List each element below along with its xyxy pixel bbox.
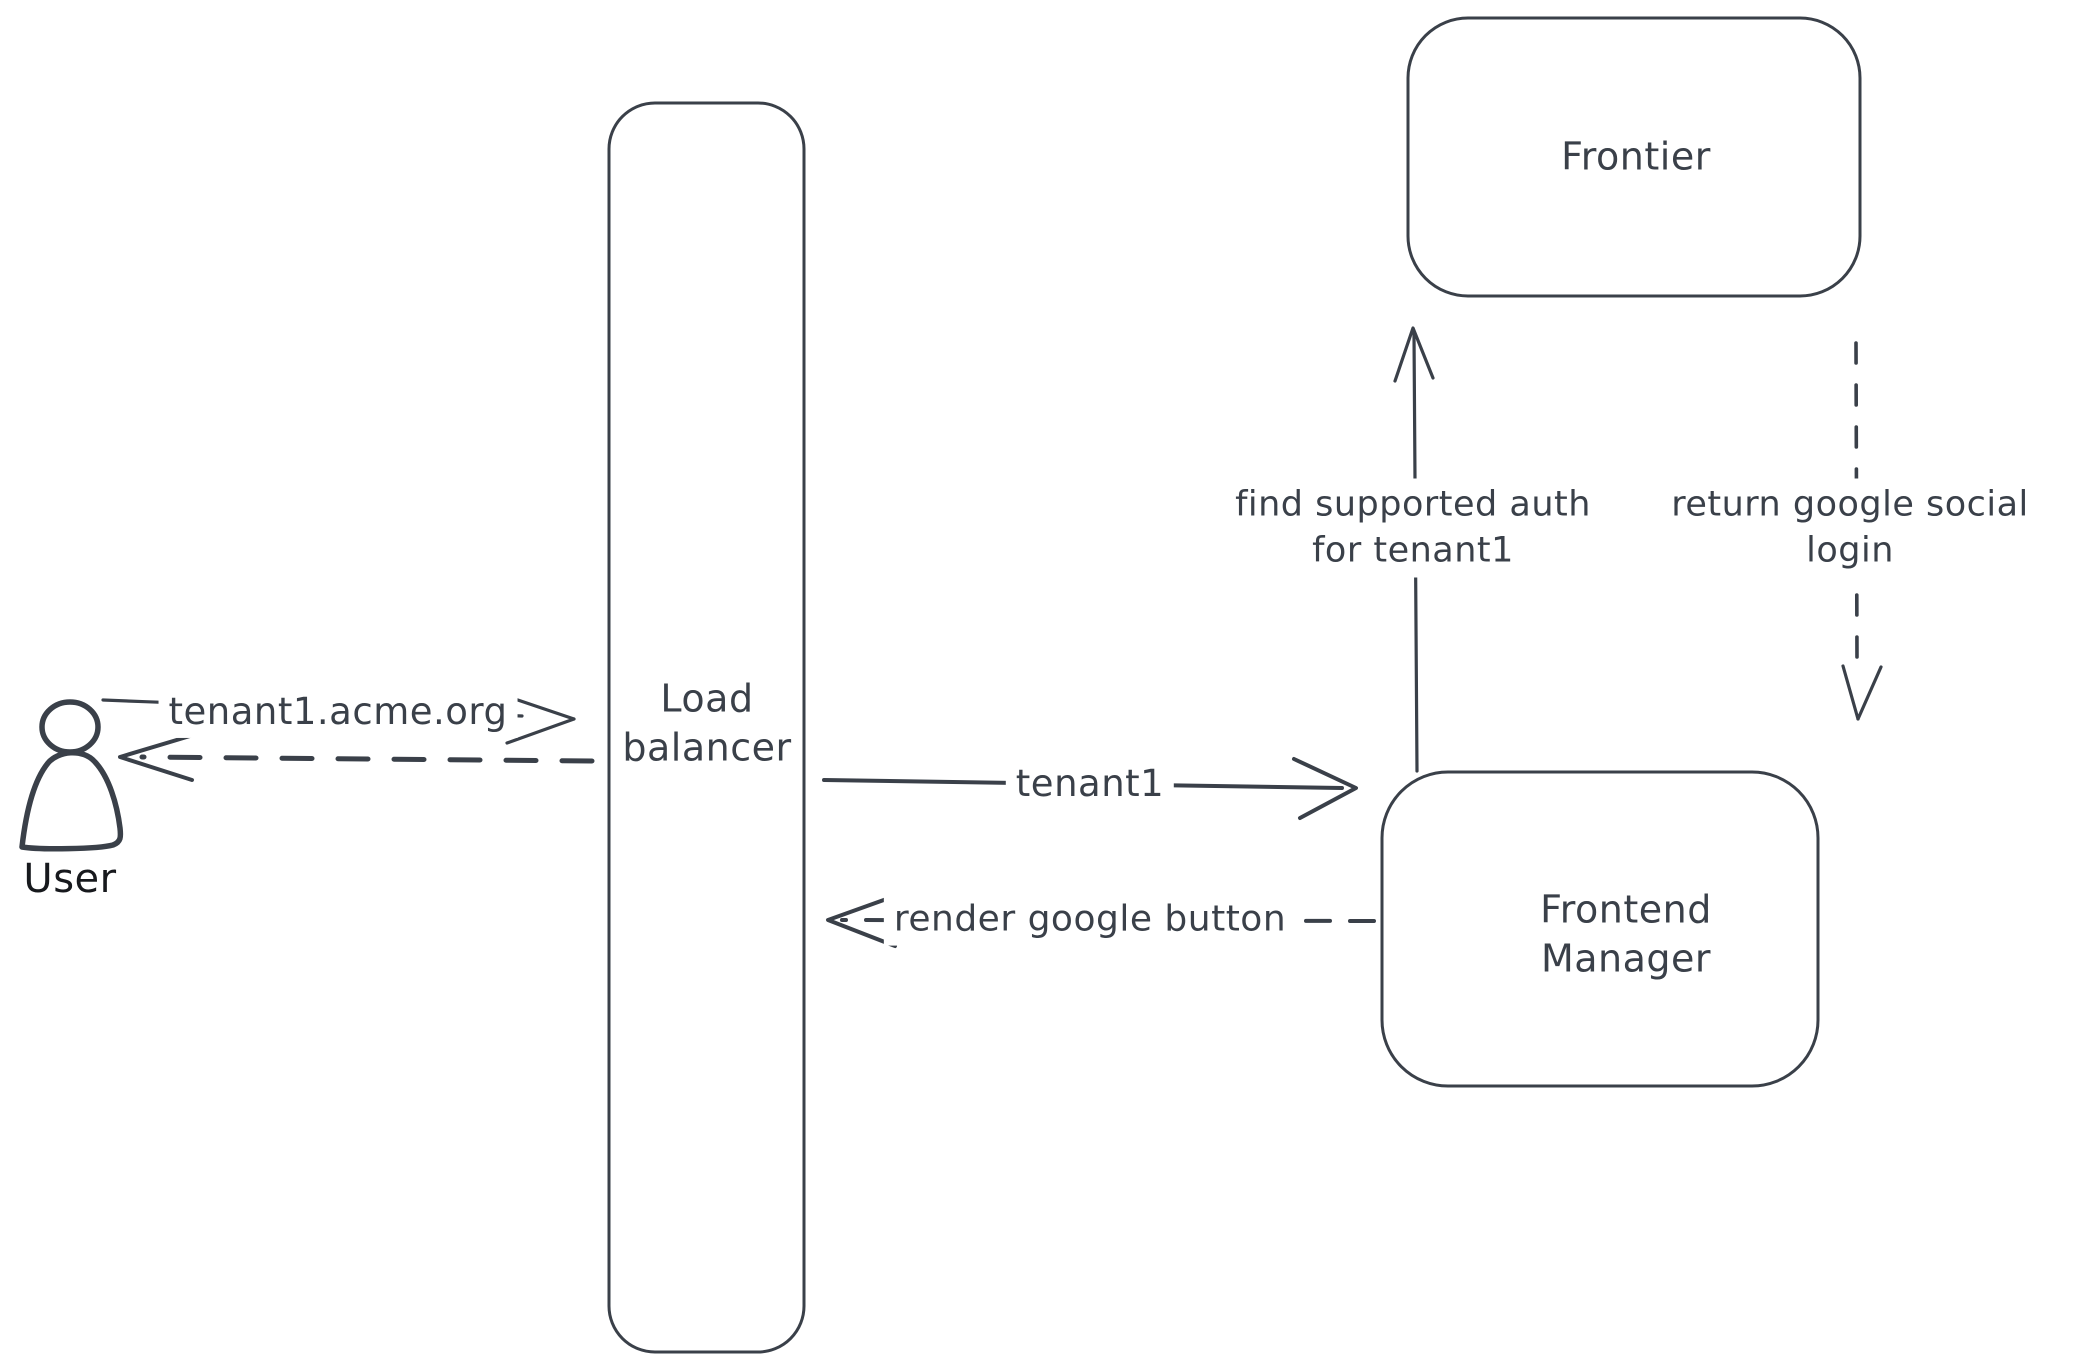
arrow-frontier-to-fm-line: [1854, 341, 1859, 664]
frontier-label: Frontier: [1561, 134, 1711, 179]
load-balancer-label: Load balancer: [622, 675, 791, 774]
frontend-manager-box: [1380, 770, 1820, 1088]
edge-label-find-supported-auth-line2: for tenant1: [1312, 530, 1514, 570]
frontend-manager-label-line2: Manager: [1540, 937, 1712, 981]
edge-label-render-google-button: render google button: [883, 894, 1297, 946]
load-balancer-box: [607, 101, 806, 1354]
arrow-frontier-to-fm-head: [1841, 664, 1883, 721]
arrow-lb-to-fm-head: [1292, 757, 1358, 820]
arrow-fm-to-frontier-head: [1393, 326, 1435, 383]
edge-label-find-supported-auth-line1: find supported auth: [1235, 484, 1591, 525]
edge-label-return-google-social-login-line2: login: [1806, 530, 1894, 570]
frontier-box: [1406, 16, 1862, 298]
load-balancer-label-line2: balancer: [622, 726, 792, 770]
edge-label-tenant1-acme-org: tenant1.acme.org: [158, 685, 518, 739]
frontend-manager-label: Frontend Manager: [1540, 886, 1712, 985]
user-label: User: [23, 856, 117, 902]
edge-label-return-google-social-login: return google social login: [1659, 478, 2041, 578]
arrow-fm-to-lb-head: [826, 895, 897, 948]
frontend-manager-label-line1: Frontend: [1540, 887, 1712, 932]
user-body-shape: [19, 750, 124, 852]
edge-label-return-google-social-login-line1: return google social: [1671, 484, 2029, 525]
arrow-lb-to-user-head: [118, 734, 194, 782]
user-head-shape: [39, 699, 101, 755]
edge-label-find-supported-auth: find supported auth for tenant1: [1223, 478, 1603, 578]
edge-label-tenant1: tenant1: [1005, 757, 1175, 811]
arrow-lb-to-user-line: [139, 754, 595, 764]
load-balancer-label-line1: Load: [660, 676, 754, 721]
